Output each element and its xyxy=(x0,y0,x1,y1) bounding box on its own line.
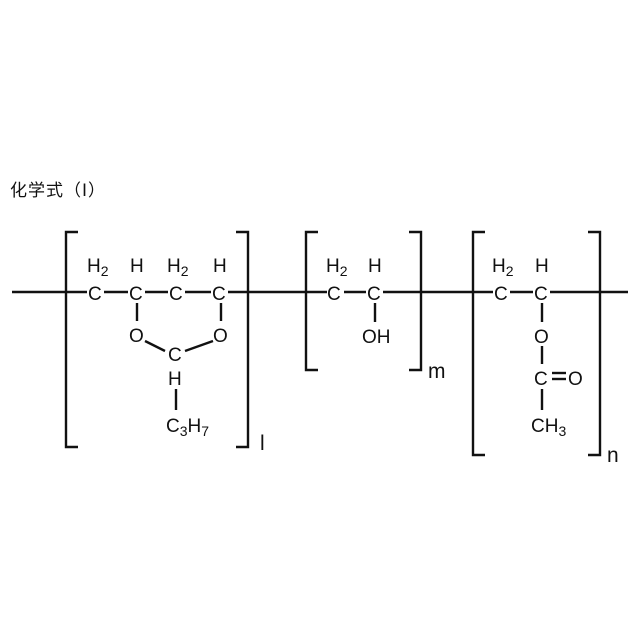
unit-butyral: H2 C H C H2 C H C O O C H C3H7 l xyxy=(66,232,265,455)
bracket-left xyxy=(66,232,78,447)
unit2-ch2-h: H2 xyxy=(326,256,348,279)
unit2-subscript: m xyxy=(428,360,446,383)
unit1-cha-c: C xyxy=(129,284,143,305)
unit3-ch2-c: C xyxy=(494,284,508,305)
unit2-ch-c: C xyxy=(367,284,381,305)
bracket-right xyxy=(588,232,600,455)
unit1-h-acetal: H xyxy=(168,369,182,390)
unit-alcohol: H2 C H C OH m xyxy=(306,232,446,383)
bracket-left xyxy=(473,232,485,455)
unit3-ch2-h: H2 xyxy=(492,256,514,279)
unit1-chb-h: H xyxy=(213,256,227,277)
unit2-ch-h: H xyxy=(368,256,382,277)
unit3-subscript: n xyxy=(607,444,619,467)
bond-o-c-acetal-left xyxy=(145,341,165,351)
unit1-ch2a-h: H2 xyxy=(87,256,109,279)
bond-o-c-acetal-right xyxy=(185,341,213,351)
unit3-methyl: CH3 xyxy=(531,416,566,439)
unit1-o-left: O xyxy=(129,326,144,347)
bracket-right xyxy=(409,232,421,370)
unit1-chb-c: C xyxy=(212,284,226,305)
unit1-o-right: O xyxy=(213,326,228,347)
unit2-oh: OH xyxy=(362,327,391,348)
unit1-cha-h: H xyxy=(130,256,144,277)
bracket-right xyxy=(236,232,248,447)
unit3-carbonyl-o: O xyxy=(568,369,583,390)
unit2-ch2-c: C xyxy=(327,284,341,305)
unit1-subscript: l xyxy=(260,432,265,455)
unit3-ch-h: H xyxy=(535,256,549,277)
unit1-ch2a-c: C xyxy=(88,284,102,305)
unit1-ch2b-h: H2 xyxy=(167,256,189,279)
bracket-left xyxy=(306,232,318,370)
unit1-ch2b-c: C xyxy=(169,284,183,305)
unit3-ch-c: C xyxy=(534,284,548,305)
unit1-propyl: C3H7 xyxy=(166,416,209,439)
unit3-o: O xyxy=(534,327,549,348)
unit1-c-acetal: C xyxy=(168,345,182,366)
unit-acetate: H2 C H C O C O CH3 n xyxy=(473,232,619,467)
unit3-carbonyl-c: C xyxy=(534,369,548,390)
